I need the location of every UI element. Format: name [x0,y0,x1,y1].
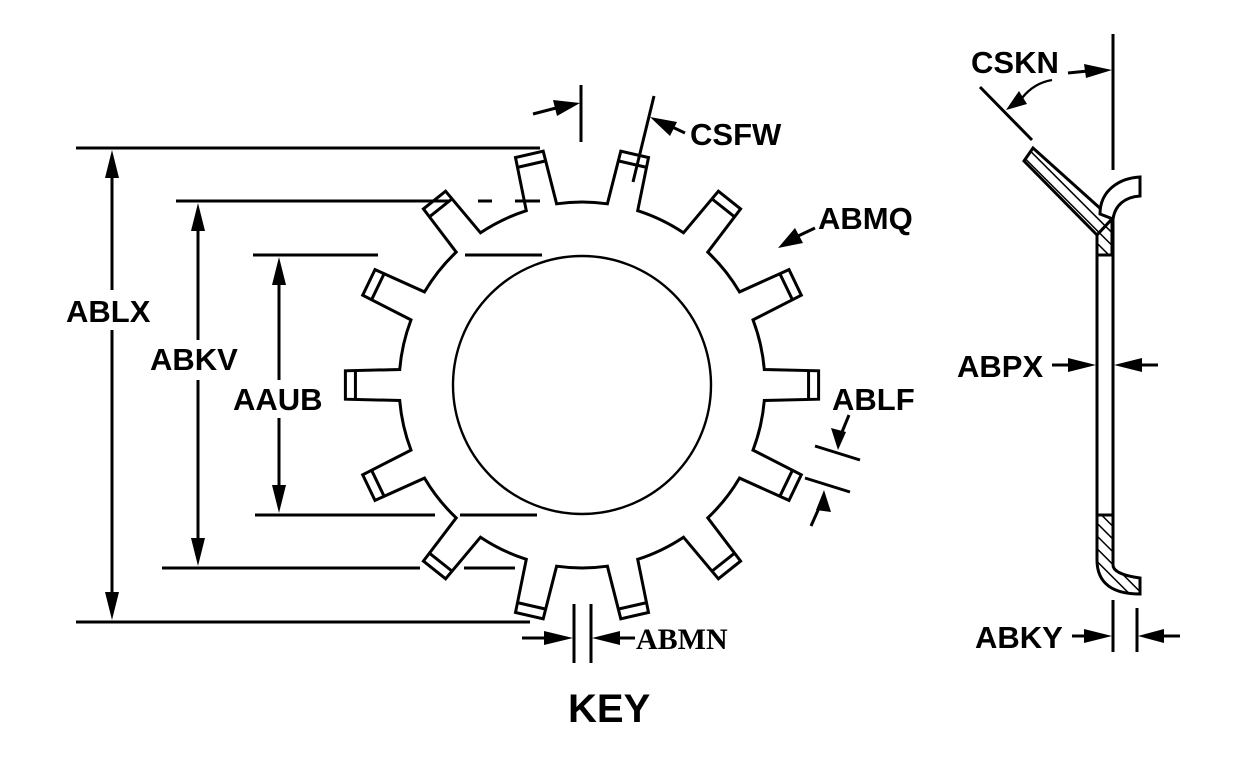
cskn-arc [1021,78,1053,99]
tooth-cap-line [618,601,647,611]
tooth-cap-line [618,159,647,169]
abkv-arrow-up [191,203,205,231]
tooth-cap-line [778,273,794,300]
aaub-label: AAUB [233,382,323,417]
tooth-cap-line [517,159,546,169]
ablf-arrow-up [816,490,831,512]
tooth-cap-line [711,197,736,218]
bottom-flange-section [1095,513,1142,596]
inner-bore-circle [451,254,713,516]
cskn-label: CSKN [971,45,1059,80]
csfw-arrow-right [650,117,677,136]
csfw-label: CSFW [690,117,782,152]
abmn-arrow-left [544,631,573,645]
angled-tooth-section [1022,145,1115,238]
abpx-label: ABPX [957,349,1043,384]
abky-arrow-right [1138,629,1164,643]
csfw-extension-right [631,95,656,183]
abmn-label: ABMN [636,623,728,656]
cskn-arrow-right [1084,64,1112,78]
abpx-arrow-left [1068,358,1096,372]
ablx-arrow-up [105,150,119,178]
abky-arrow-left [1084,629,1112,643]
ablf-arrow-down [831,428,846,450]
ablx-arrow-down [105,592,119,620]
abkv-label: ABKV [150,342,238,377]
abkv-arrow-down [191,538,205,566]
side-view: CSKN ABPX ABKY [957,34,1180,655]
tooth-cap-line [711,552,736,573]
ablf-extension-bottom [804,476,851,494]
tooth-cap-line [428,552,453,573]
cskn-leader [1067,69,1089,75]
csfw-arrow-left [553,100,580,116]
ablf-extension-top [814,444,861,462]
cskn-extension [978,85,1034,142]
abmq-leader [795,226,816,239]
tooth-cap-line [778,470,794,497]
tooth-cap-line [517,601,546,611]
top-flange-curl [1098,175,1142,222]
ablf-leader-bottom [809,507,821,527]
aaub-arrow-down [272,485,286,513]
cskn-arrow-left [1006,91,1027,110]
abmq-arrow [778,228,803,248]
tooth-cap-line [370,470,386,497]
diagram-title: KEY [568,687,651,731]
aaub-arrow-up [272,257,286,285]
washer-outline [343,149,821,621]
abky-label: ABKY [975,620,1063,655]
ablx-label: ABLX [66,294,151,329]
ablf-label: ABLF [832,382,915,417]
abpx-arrow-right [1114,358,1142,372]
tooth-cap-line [370,273,386,300]
ablf-leader-top [840,414,851,433]
abmn-arrow-right [592,631,620,645]
abmq-label: ABMQ [818,201,913,236]
front-view: ABLX ABKV AAUB CSFW ABMQ ABLF ABMN KEY [66,85,915,731]
